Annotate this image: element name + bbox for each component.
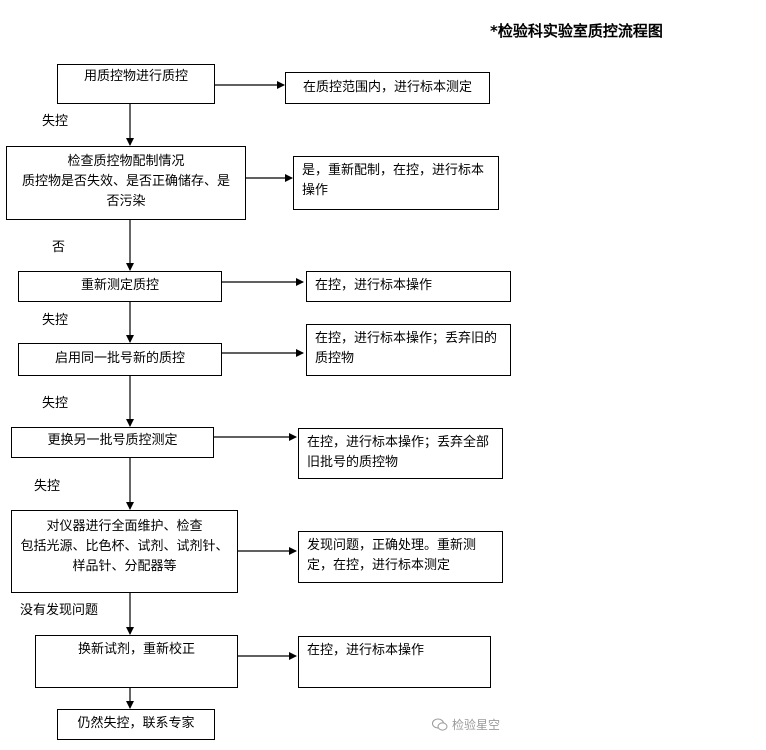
result-box-1: 在质控范围内，进行标本测定 [285,72,490,104]
result-box-2: 是，重新配制，在控，进行标本操作 [293,156,499,210]
step-6-line-3: 样品针、分配器等 [72,559,177,574]
step-box-8: 仍然失控，联系专家 [57,709,215,740]
result-box-6: 发现问题，正确处理。重新测定，在控，进行标本测定 [298,531,503,583]
step-2-line-3: 否污染 [106,194,146,209]
step-6-line-1: 对仪器进行全面维护、检查 [46,519,203,534]
result-3-text: 在控，进行标本操作 [315,278,433,293]
step-box-4: 启用同一批号新的质控 [18,343,222,376]
step-8-line-1: 仍然失控，联系专家 [77,716,195,731]
step-box-5: 更换另一批号质控测定 [11,427,214,458]
edge-label-6: 没有发现问题 [20,603,99,618]
step-7-line-1: 换新试剂，重新校正 [77,642,195,657]
result-7-text: 在控，进行标本操作 [307,643,425,658]
result-box-7: 在控，进行标本操作 [298,636,491,688]
step-6-line-2: 包括光源、比色杯、试剂、试剂针、 [20,539,229,554]
edge-label-4: 失控 [42,396,69,411]
result-4-text: 在控，进行标本操作；丢弃旧的质控物 [315,331,498,366]
result-6-text: 发现问题，正确处理。重新测定，在控，进行标本测定 [307,538,477,573]
step-box-6: 对仪器进行全面维护、检查 包括光源、比色杯、试剂、试剂针、 样品针、分配器等 [11,510,238,593]
step-1-line-1: 用质控物进行质控 [83,69,188,84]
edge-label-1: 失控 [42,114,69,129]
step-2-line-2: 质控物是否失效、是否正确储存、是 [21,174,230,189]
result-box-3: 在控，进行标本操作 [306,271,511,302]
step-2-line-1: 检查质控物配制情况 [67,154,185,169]
edge-label-3: 失控 [42,313,69,328]
step-box-2: 检查质控物配制情况 质控物是否失效、是否正确储存、是 否污染 [6,146,246,220]
wechat-icon [432,718,448,731]
step-box-7: 换新试剂，重新校正 [35,635,238,688]
edge-label-2: 否 [52,240,66,255]
result-5-text: 在控，进行标本操作；丢弃全部旧批号的质控物 [307,435,490,470]
watermark: 检验星空 [432,716,500,733]
watermark-text: 检验星空 [452,718,501,732]
edge-label-5: 失控 [34,479,61,494]
result-box-5: 在控，进行标本操作；丢弃全部旧批号的质控物 [298,428,503,479]
page-title: *检验科实验室质控流程图 [490,22,663,40]
result-1-text: 在质控范围内，进行标本测定 [302,80,472,95]
result-2-text: 是，重新配制，在控，进行标本操作 [302,163,485,198]
step-4-line-1: 启用同一批号新的质控 [54,351,185,366]
step-5-line-1: 更换另一批号质控测定 [47,433,178,448]
step-3-line-1: 重新测定质控 [80,278,159,293]
step-box-1: 用质控物进行质控 [57,64,215,104]
step-box-3: 重新测定质控 [18,271,222,302]
result-box-4: 在控，进行标本操作；丢弃旧的质控物 [306,324,511,376]
